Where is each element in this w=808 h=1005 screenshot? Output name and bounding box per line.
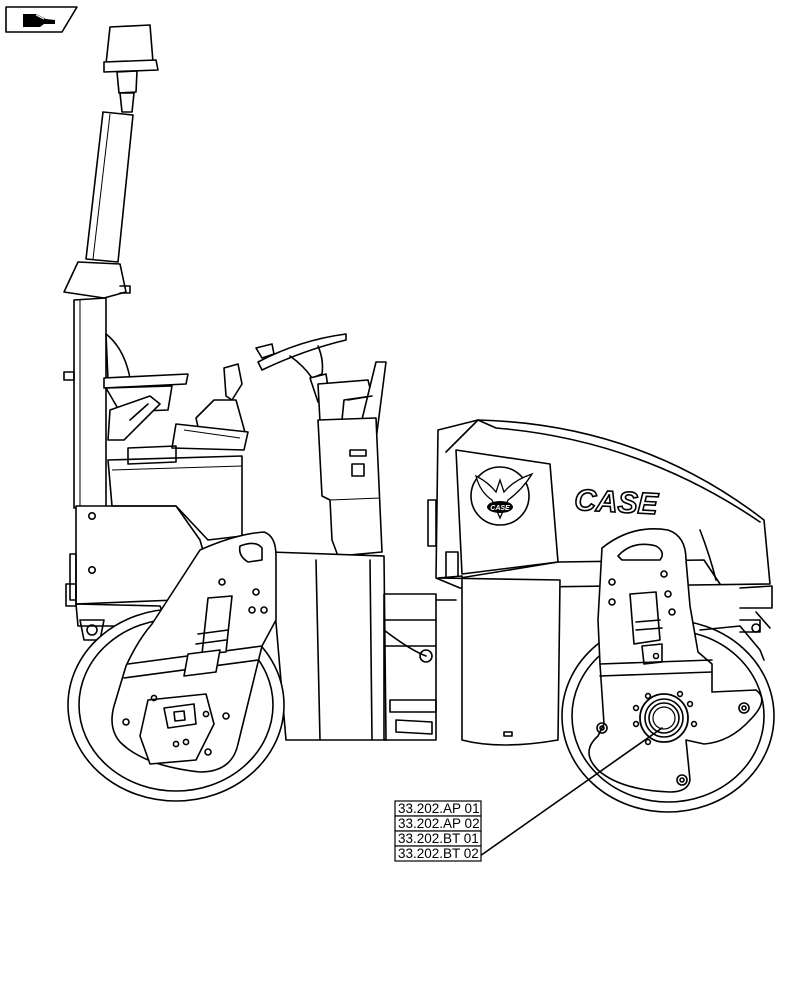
reference-label-text: 33.202.AP 02 [398,816,480,831]
reference-label[interactable]: 33.202.AP 02 [394,815,482,832]
nav-tab[interactable] [5,6,78,33]
case-logo-text: CASE [574,484,660,521]
case-emblem: CASE [470,466,534,526]
control-lever [171,363,249,451]
steering-wheel [255,333,347,403]
case-logo: CASE [573,483,661,522]
emblem-label: CASE [490,505,510,512]
center-section [269,551,437,741]
steering-console [317,361,387,557]
hand-pointing-icon [23,14,55,27]
front-drum-side-plate [588,528,763,793]
beacon-light [103,24,159,113]
rollover-bar [63,111,134,509]
rear-drum-side-plate [111,531,277,773]
reference-label-text: 33.202.BT 01 [398,831,479,846]
reference-label[interactable]: 33.202.AP 01 [394,800,482,817]
reference-label[interactable]: 33.202.BT 01 [394,830,482,847]
reference-label[interactable]: 33.202.BT 02 [394,845,482,862]
reference-label-stack: 33.202.AP 01 33.202.AP 02 33.202.BT 01 3… [394,800,482,862]
reference-label-text: 33.202.BT 02 [398,846,479,861]
operator-seat [103,333,189,441]
rear-frame [65,445,243,641]
front-hood [427,419,773,746]
reference-label-text: 33.202.AP 01 [398,801,480,816]
callout-leader-line [479,727,663,857]
